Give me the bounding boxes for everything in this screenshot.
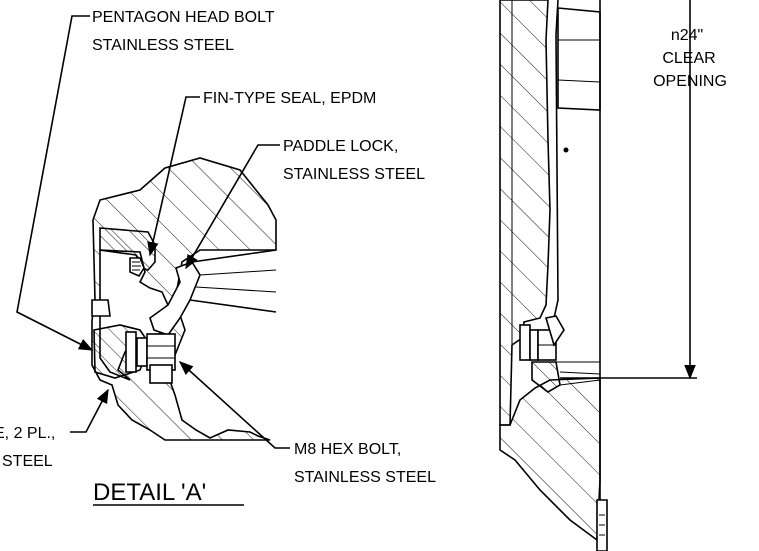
top-panel-low <box>557 79 601 83</box>
cover-line-1 <box>191 249 277 263</box>
left-cut-label-1: E, 2 PL., <box>0 425 55 442</box>
pentagon-bolt-head <box>91 299 111 317</box>
annotations: PENTAGON HEAD BOLT STAINLESS STEEL FIN-T… <box>0 9 727 506</box>
fin-seal-label: FIN-TYPE SEAL, EPDM <box>203 90 376 107</box>
hex-bolt-head <box>146 333 176 371</box>
pentagon-bolt-label-2: STAINLESS STEEL <box>92 37 234 54</box>
fin-seal-leader <box>147 96 200 257</box>
cover-taper-2 <box>559 371 601 375</box>
hex-bolt-leader <box>178 361 290 449</box>
manway-section-view <box>499 0 697 551</box>
cover-line-2 <box>199 269 277 276</box>
cover-line-3 <box>195 286 277 293</box>
top-panel <box>557 7 601 111</box>
opening-label-3: OPENING <box>653 73 727 90</box>
hex-nut <box>149 364 173 384</box>
hex-bolt-label-1: M8 HEX BOLT, <box>294 441 401 458</box>
pentagon-bolt-label-1: PENTAGON HEAD BOLT <box>92 9 275 26</box>
detail-title: DETAIL 'A' <box>93 479 206 506</box>
hex-bolt-label-2: STAINLESS STEEL <box>294 469 436 486</box>
mini-washer-2 <box>529 329 539 361</box>
left-cut-leader <box>70 388 109 433</box>
washer-2 <box>136 337 148 367</box>
paddle-lock-label-1: PADDLE LOCK, <box>283 138 398 155</box>
liner-line <box>553 0 559 319</box>
panel-pin <box>563 147 569 153</box>
mini-washer-1 <box>519 324 531 361</box>
mini-seal <box>531 361 561 393</box>
left-cut-label-2: STEEL <box>2 453 53 470</box>
lower-flange <box>499 377 601 542</box>
opening-label-1: n24" <box>671 27 703 44</box>
cover-line-4 <box>189 299 277 313</box>
cover-taper-3 <box>559 379 601 386</box>
washer-1 <box>125 331 137 373</box>
detail-a-section <box>91 157 277 441</box>
pentagon-bolt-leader <box>16 15 94 351</box>
leaders <box>16 15 290 449</box>
mini-paddle <box>544 315 565 347</box>
paddle-lock-leader <box>185 144 280 270</box>
opening-label-2: CLEAR <box>662 50 715 67</box>
paddle-lock-label-2: STAINLESS STEEL <box>283 166 425 183</box>
